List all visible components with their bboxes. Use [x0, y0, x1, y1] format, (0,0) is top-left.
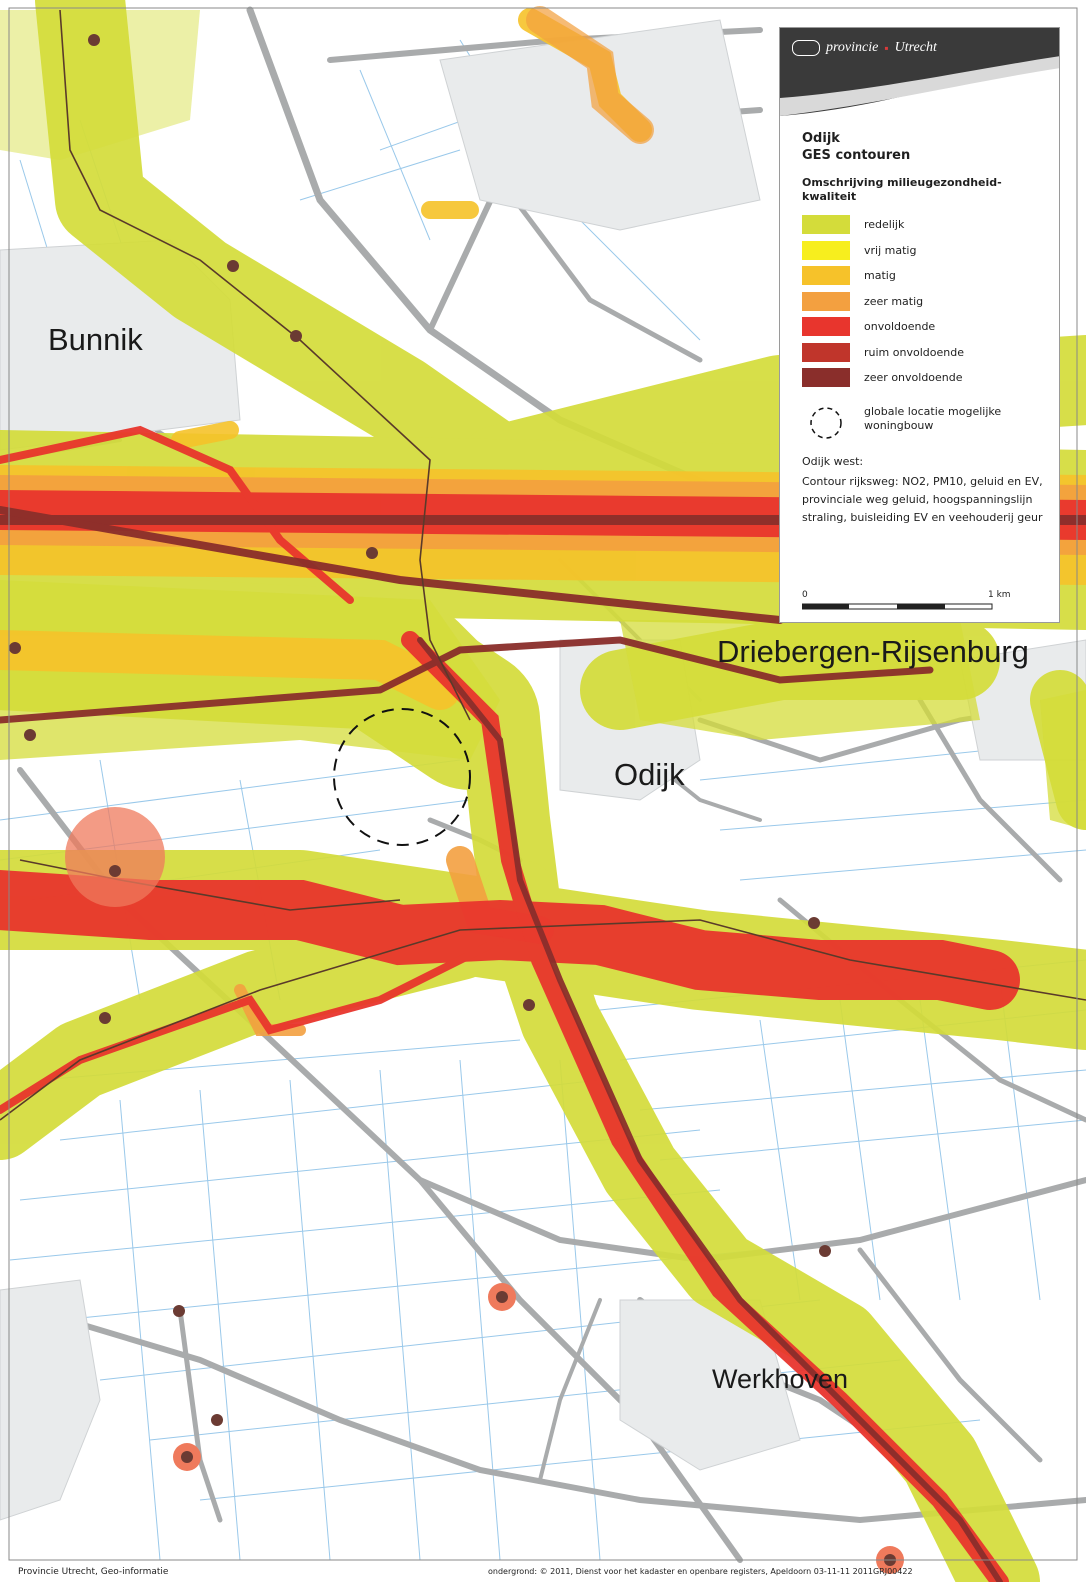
possible-housing-location[interactable]: [333, 708, 471, 846]
legend-swatch: [802, 317, 850, 337]
dashed-circle-icon: [802, 405, 850, 439]
legend-class-row: onvoldoende: [802, 314, 1041, 340]
legend-class-row: zeer matig: [802, 289, 1041, 315]
legend-title-2: GES contouren: [802, 148, 911, 163]
scale-bar-graphic: [802, 603, 993, 610]
legend-class-label: vrij matig: [864, 243, 917, 257]
legend-location-row: globale locatie mogelijke woningbouw: [802, 405, 1041, 439]
place-label-bunnik: Bunnik: [48, 322, 143, 357]
legend-class-row: redelijk: [802, 212, 1041, 238]
header-swoosh: [780, 28, 1059, 116]
point-sources: [9, 34, 904, 1574]
legend-swatch: [802, 342, 850, 362]
crest-icon: [792, 40, 820, 56]
legend-classes: redelijk vrij matig matig zeer matig onvoldo…: [802, 212, 1041, 391]
legend-class-label: onvoldoende: [864, 320, 936, 334]
legend-body: Odijk GES contouren Omschrijving milieug…: [780, 116, 1059, 527]
legend-class-label: redelijk: [864, 218, 905, 232]
scale-start-label: 0: [802, 590, 808, 600]
place-label-werkhoven: Werkhoven: [712, 1364, 849, 1394]
legend-title: Odijk: [802, 131, 840, 146]
legend-class-row: vrij matig: [802, 238, 1041, 264]
legend-swatch: [802, 240, 850, 260]
footer-credit: Provincie Utrecht, Geo-informatie: [18, 1567, 169, 1577]
legend-class-label: zeer matig: [864, 294, 924, 308]
legend-swatch: [802, 215, 850, 235]
legend-header: provincie ▪ Utrecht: [780, 28, 1059, 116]
legend-class-row: ruim onvoldoende: [802, 340, 1041, 366]
map-frame: [8, 7, 1078, 1561]
legend-class-row: zeer onvoldoende: [802, 365, 1041, 391]
map-legend: provincie ▪ Utrecht Odijk GES contouren …: [779, 27, 1060, 623]
scale-end-label: 1 km: [988, 590, 1011, 600]
legend-class-label: zeer onvoldoende: [864, 371, 963, 385]
legend-swatch: [802, 368, 850, 388]
footer-source: ondergrond: © 2011, Dienst voor het kada…: [488, 1567, 913, 1576]
scale-bar: 0 1 km: [802, 590, 1042, 616]
place-label-driebergen: Driebergen-Rijsenburg: [717, 634, 1029, 669]
legend-class-row: matig: [802, 263, 1041, 289]
legend-west-text: Contour rijksweg: NO2, PM10, geluid en E…: [802, 474, 1043, 524]
legend-swatch: [802, 266, 850, 286]
legend-location-label: globale locatie mogelijke woningbouw: [864, 404, 1002, 432]
province-logo: provincie ▪ Utrecht: [792, 40, 937, 56]
legend-subtitle: Omschrijving milieugezondheid-kwaliteit: [802, 176, 1002, 203]
legend-class-label: ruim onvoldoende: [864, 345, 964, 359]
legend-west-title: Odijk west:: [802, 454, 864, 468]
place-label-odijk: Odijk: [614, 757, 685, 792]
legend-class-label: matig: [864, 269, 896, 283]
legend-swatch: [802, 291, 850, 311]
